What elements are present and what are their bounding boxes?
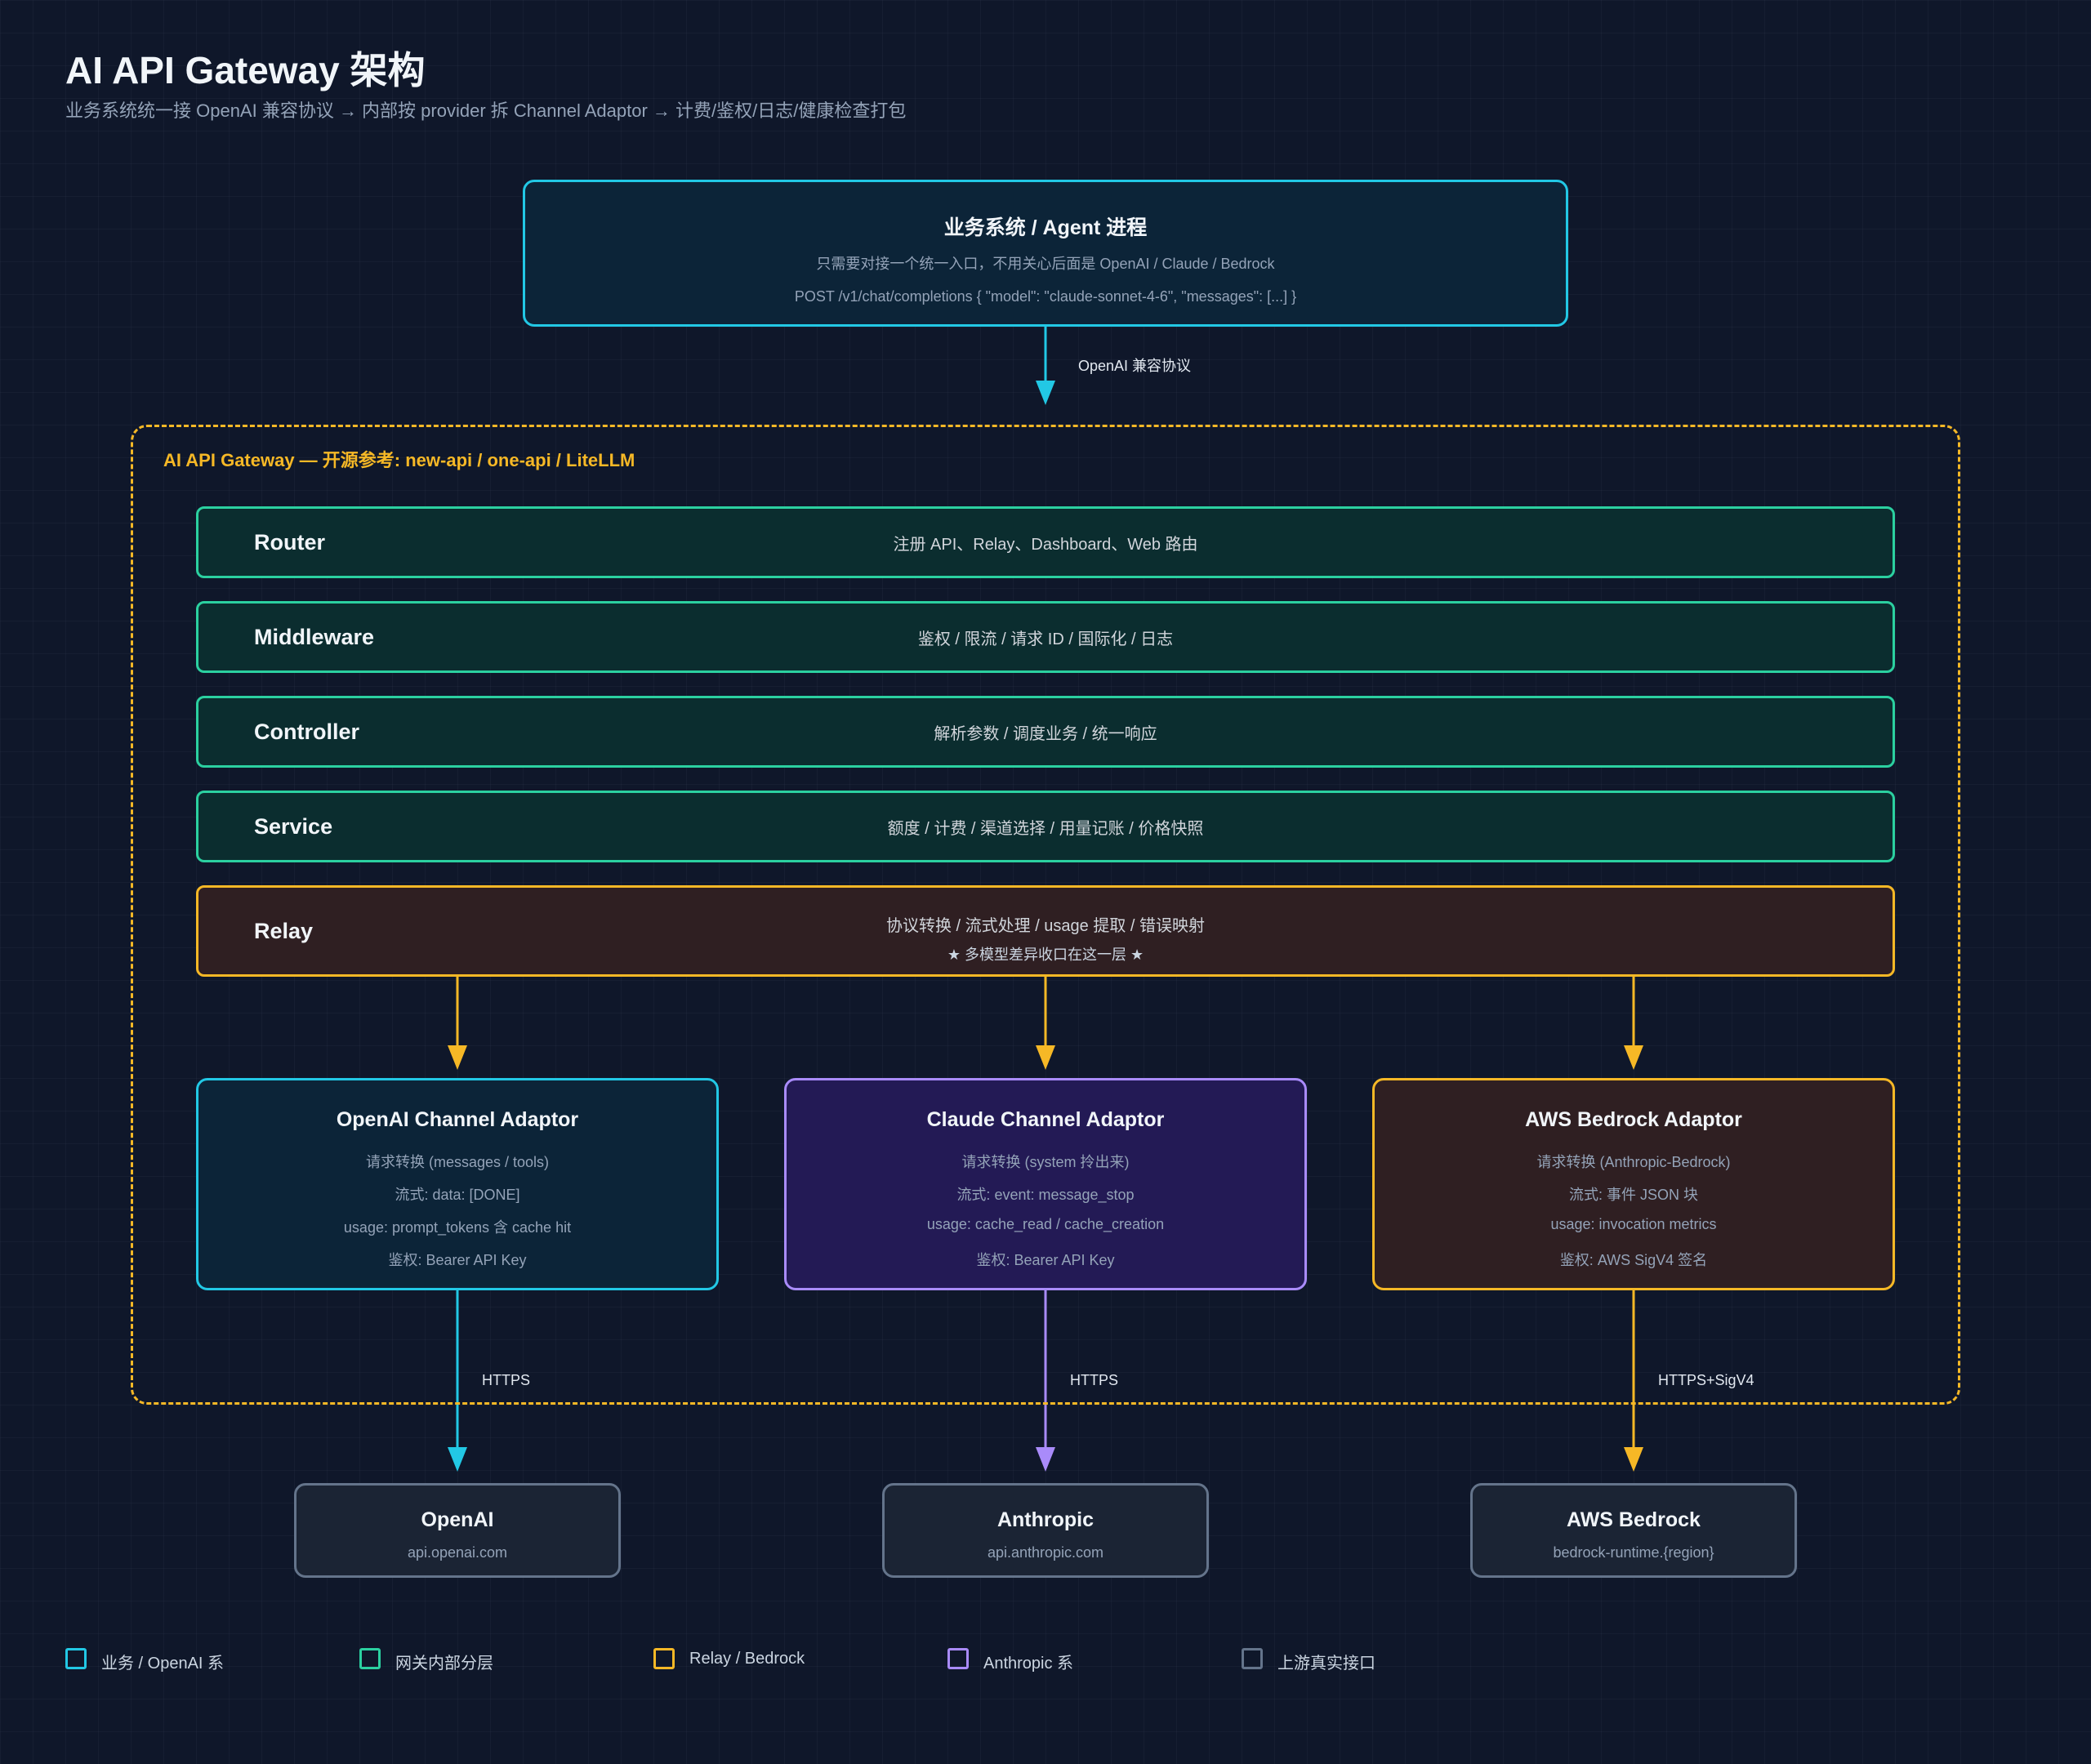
adaptor-line: 流式: 事件 JSON 块	[1568, 1187, 1698, 1203]
gateway-label: AI API Gateway — 开源参考: new-api / one-api…	[163, 450, 635, 470]
layer-name: Service	[254, 814, 333, 839]
layer-desc: 解析参数 / 调度业务 / 统一响应	[934, 725, 1157, 743]
client-title: 业务系统 / Agent 进程	[943, 216, 1148, 239]
adaptor-title: OpenAI Channel Adaptor	[336, 1108, 579, 1131]
edge-label-client-gateway: OpenAI 兼容协议	[1078, 358, 1192, 374]
layer-name: Middleware	[254, 625, 375, 649]
upstream-openai: OpenAI api.openai.com	[294, 1483, 621, 1578]
upstream-host: api.openai.com	[407, 1544, 508, 1561]
adaptor-claude: Claude Channel Adaptor 请求转换 (system 拎出来)…	[784, 1078, 1307, 1290]
relay-note: ★ 多模型差异收口在这一层 ★	[947, 947, 1144, 963]
arrowhead-relay-aws	[1624, 1045, 1643, 1070]
arrowhead-relay-openai	[448, 1045, 467, 1070]
legend-swatch	[1242, 1648, 1263, 1669]
adaptor-line: usage: cache_read / cache_creation	[926, 1216, 1165, 1232]
adaptor-title: Claude Channel Adaptor	[926, 1108, 1165, 1131]
layer-desc: 注册 API、Relay、Dashboard、Web 路由	[893, 536, 1198, 554]
legend-swatch	[947, 1648, 969, 1669]
upstream-host: api.anthropic.com	[987, 1544, 1104, 1561]
upstream-anthropic: Anthropic api.anthropic.com	[882, 1483, 1209, 1578]
layer-name: Controller	[254, 719, 360, 744]
relay-desc: 协议转换 / 流式处理 / usage 提取 / 错误映射	[885, 917, 1206, 935]
upstream-host: bedrock-runtime.{region}	[1553, 1544, 1714, 1561]
client-line-1: 只需要对接一个统一入口，不用关心后面是 OpenAI / Claude / Be…	[816, 256, 1275, 272]
page-title: AI API Gateway 架构	[65, 49, 426, 91]
adaptor-line: 鉴权: AWS SigV4 签名	[1559, 1252, 1708, 1268]
adaptor-line: usage: invocation metrics	[1550, 1216, 1717, 1232]
upstream-title: Anthropic	[996, 1508, 1095, 1531]
upstream-aws-bedrock: AWS Bedrock bedrock-runtime.{region}	[1470, 1483, 1797, 1578]
layer-desc: 额度 / 计费 / 渠道选择 / 用量记账 / 价格快照	[887, 820, 1204, 838]
layer-relay: Relay 协议转换 / 流式处理 / usage 提取 / 错误映射 ★ 多模…	[196, 885, 1895, 977]
legend-label: 网关内部分层	[395, 1655, 493, 1673]
adaptor-title: AWS Bedrock Adaptor	[1525, 1108, 1742, 1131]
upstream-title: AWS Bedrock	[1567, 1508, 1701, 1531]
adaptor-line: 流式: data: [DONE]	[395, 1187, 520, 1203]
legend-label: Relay / Bedrock	[689, 1650, 805, 1668]
layer-middleware: Middleware 鉴权 / 限流 / 请求 ID / 国际化 / 日志	[196, 601, 1895, 673]
adaptor-line: 鉴权: Bearer API Key	[976, 1252, 1115, 1268]
relay-name: Relay	[254, 919, 314, 943]
adaptor-line: usage: prompt_tokens 含 cache hit	[343, 1219, 572, 1236]
arrowhead-client-gateway	[1036, 381, 1055, 405]
legend-swatch	[653, 1648, 675, 1669]
layer-router: Router 注册 API、Relay、Dashboard、Web 路由	[196, 506, 1895, 578]
gateway-container	[131, 425, 1960, 1405]
legend-label: Anthropic 系	[983, 1655, 1074, 1673]
client-box: 业务系统 / Agent 进程 只需要对接一个统一入口，不用关心后面是 Open…	[523, 180, 1568, 327]
legend-label: 上游真实接口	[1277, 1655, 1375, 1673]
client-line-2: POST /v1/chat/completions { "model": "cl…	[794, 288, 1297, 305]
legend-swatch	[65, 1648, 87, 1669]
page-subtitle: 业务系统统一接 OpenAI 兼容协议 → 内部按 provider 拆 Cha…	[65, 100, 907, 121]
arrowhead-openai-upstream	[448, 1447, 467, 1472]
adaptor-line: 鉴权: Bearer API Key	[388, 1252, 527, 1268]
layer-service: Service 额度 / 计费 / 渠道选择 / 用量记账 / 价格快照	[196, 791, 1895, 862]
layer-controller: Controller 解析参数 / 调度业务 / 统一响应	[196, 696, 1895, 768]
arrowhead-relay-claude	[1036, 1045, 1055, 1070]
edge-label-aws: HTTPS+SigV4	[1658, 1372, 1754, 1388]
adaptor-line: 请求转换 (messages / tools)	[365, 1154, 550, 1170]
adaptor-line: 请求转换 (system 拎出来)	[961, 1154, 1130, 1170]
arrowhead-claude-upstream	[1036, 1447, 1055, 1472]
adaptor-openai: OpenAI Channel Adaptor 请求转换 (messages / …	[196, 1078, 719, 1290]
arrowhead-aws-upstream	[1624, 1447, 1643, 1472]
adaptor-aws-bedrock: AWS Bedrock Adaptor 请求转换 (Anthropic-Bedr…	[1372, 1078, 1895, 1290]
upstream-title: OpenAI	[421, 1508, 494, 1531]
layer-desc: 鉴权 / 限流 / 请求 ID / 国际化 / 日志	[917, 630, 1174, 648]
edge-label-claude: HTTPS	[1070, 1372, 1119, 1388]
legend-label: 业务 / OpenAI 系	[101, 1655, 225, 1673]
legend-swatch	[359, 1648, 381, 1669]
adaptor-line: 流式: event: message_stop	[956, 1187, 1135, 1203]
layer-name: Router	[254, 530, 325, 555]
adaptor-line: 请求转换 (Anthropic-Bedrock)	[1536, 1154, 1731, 1170]
edge-label-openai: HTTPS	[482, 1372, 531, 1388]
